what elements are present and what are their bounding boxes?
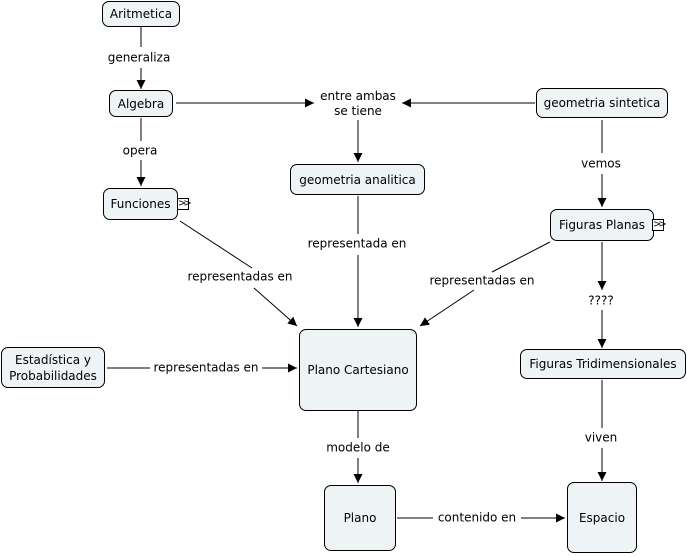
link-label-generaliza: generaliza bbox=[105, 50, 173, 66]
concept-plano-cartesiano[interactable]: Plano Cartesiano bbox=[299, 329, 417, 411]
concept-algebra[interactable]: Algebra bbox=[109, 90, 173, 117]
link-label-representadas-en-figuras: representadas en bbox=[427, 273, 537, 289]
concept-espacio[interactable]: Espacio bbox=[567, 482, 637, 553]
link-label-representadas-en-funciones: representadas en bbox=[185, 269, 295, 285]
link-label-viven: viven bbox=[582, 430, 620, 446]
expand-icon[interactable]: >> bbox=[177, 198, 192, 210]
link-label-entre-ambas: entre ambas se tiene bbox=[318, 89, 398, 119]
link-label-vemos: vemos bbox=[579, 156, 623, 172]
concept-geometria-sintetica[interactable]: geometria sintetica bbox=[536, 88, 668, 118]
concept-figuras-planas[interactable]: Figuras Planas bbox=[550, 209, 654, 241]
link-label-opera: opera bbox=[120, 143, 160, 159]
link-label-modelo-de: modelo de bbox=[324, 440, 392, 456]
link-label-contenido-en: contenido en bbox=[435, 510, 519, 526]
concept-figuras-tridimensionales[interactable]: Figuras Tridimensionales bbox=[520, 349, 686, 379]
expand-icon[interactable]: >> bbox=[652, 219, 667, 231]
concept-geometria-analitica[interactable]: geometria analitica bbox=[290, 164, 425, 195]
concept-plano[interactable]: Plano bbox=[324, 485, 396, 551]
link-label-interrogantes: ???? bbox=[586, 293, 616, 309]
concept-funciones[interactable]: Funciones bbox=[103, 188, 178, 220]
concept-aritmetica[interactable]: Aritmetica bbox=[102, 1, 180, 27]
link-label-representadas-en-estadistica: representadas en bbox=[151, 360, 261, 376]
concept-estadistica-probabilidades[interactable]: Estadística y Probabilidades bbox=[1, 347, 105, 388]
link-label-representada-en: representada en bbox=[305, 236, 409, 252]
